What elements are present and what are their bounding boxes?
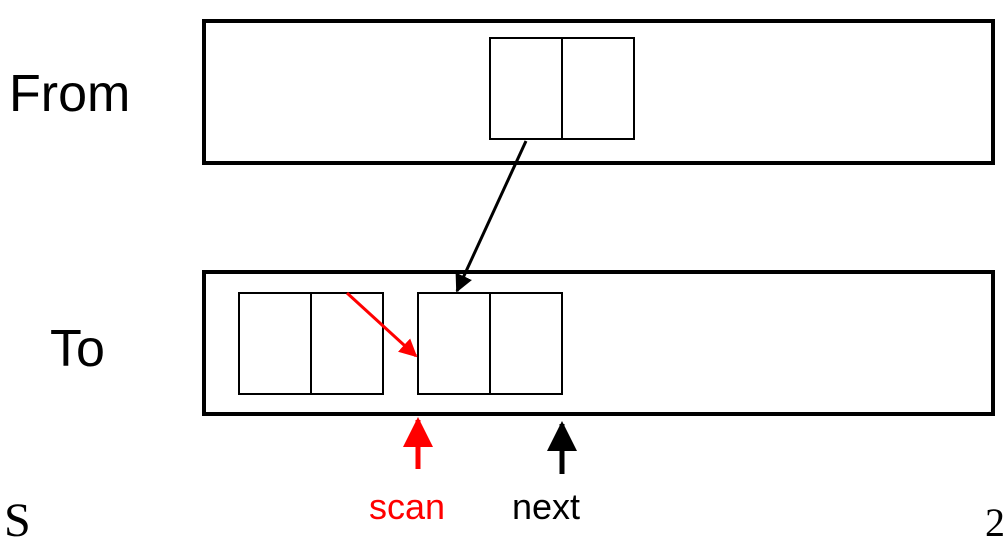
- diagram-canvas: [202, 19, 995, 474]
- from-space-label: From: [9, 65, 131, 123]
- copying-gc-diagram: From To scan next S 2: [4, 19, 1005, 545]
- to-space-region: [202, 270, 995, 416]
- red-field-pointer-arrow: [345, 291, 418, 358]
- scan-pointer-label: scan: [369, 486, 446, 527]
- next-pointer-label: next: [512, 486, 581, 527]
- to-object2-cell-left: [417, 292, 491, 395]
- forwarding-pointer-arrow: [455, 140, 528, 293]
- from-object-cell-right: [561, 37, 635, 140]
- to-object1-cell-right: [310, 292, 384, 395]
- to-object1-cell-left: [238, 292, 312, 395]
- from-object-cell-left: [489, 37, 563, 140]
- from-space-region: [202, 19, 995, 165]
- cropped-page-number-fragment: 2: [985, 500, 1005, 545]
- cropped-text-fragment-left: S: [4, 494, 31, 547]
- to-object2-cell-right: [489, 292, 563, 395]
- to-space-label: To: [50, 320, 105, 378]
